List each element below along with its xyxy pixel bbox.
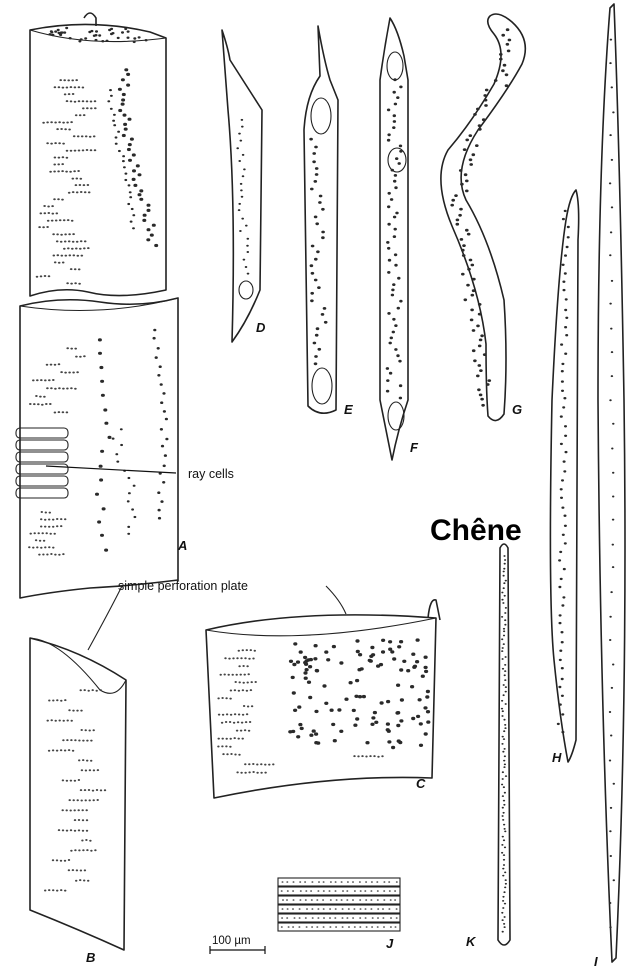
label-K: K <box>466 934 477 949</box>
cell-A-lower <box>16 298 178 598</box>
cell-I <box>598 4 625 962</box>
cell-H <box>550 190 578 762</box>
label-C: C <box>416 776 426 791</box>
cell-K <box>498 544 510 945</box>
perforation-pointer-left <box>88 586 122 650</box>
perforation-pointer-right <box>326 586 346 614</box>
cell-G <box>441 14 525 421</box>
label-E: E <box>344 402 353 417</box>
cell-A-upper <box>30 13 166 296</box>
cell-B <box>30 638 126 950</box>
figure-title: Chêne <box>430 514 522 547</box>
label-B: B <box>86 950 95 965</box>
ray-cells-annotation: ray cells <box>188 467 234 481</box>
label-A: A <box>177 538 187 553</box>
label-H: H <box>552 750 562 765</box>
ray-cells-pointer <box>46 466 176 473</box>
label-J: J <box>386 936 394 951</box>
perforation-annotation: simple perforation plate <box>118 579 248 593</box>
label-G: G <box>512 402 522 417</box>
label-I: I <box>594 954 598 967</box>
label-D: D <box>256 320 266 335</box>
cell-D <box>222 30 262 342</box>
cell-F <box>380 18 408 460</box>
ray-cells-block <box>16 428 68 498</box>
cell-J-ray-tissue <box>278 878 400 931</box>
scale-bar <box>210 946 265 954</box>
cell-C <box>206 600 440 798</box>
scale-bar-label: 100 µm <box>212 935 251 947</box>
label-F: F <box>410 440 419 455</box>
cell-E <box>304 26 338 413</box>
